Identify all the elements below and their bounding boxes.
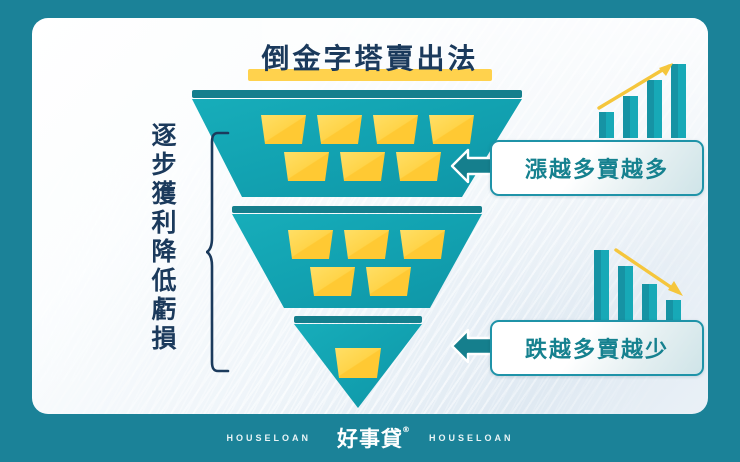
curly-brace-icon <box>206 131 230 373</box>
funnel-tier-top <box>192 90 522 197</box>
rising-bar-chart <box>597 63 686 138</box>
registered-mark: ® <box>402 425 411 434</box>
footer-branding: HOUSELOAN 好事貸® HOUSELOAN <box>0 414 740 462</box>
inverted-pyramid-funnel <box>192 90 522 408</box>
page-title-text: 倒金字塔賣出法 <box>261 42 479 75</box>
page-title: 倒金字塔賣出法 <box>32 42 708 81</box>
brand-logo: 好事貸® <box>337 423 410 453</box>
falling-bar-chart <box>594 248 683 326</box>
callout-falling[interactable]: 跌越多賣越少 <box>450 320 704 376</box>
brand-logo-text: 好事貸 <box>337 427 403 451</box>
callout-falling-box: 跌越多賣越少 <box>490 320 704 376</box>
vertical-caption: 逐步獲利降低虧損 <box>148 122 177 354</box>
footer-left-wordmark: HOUSELOAN <box>226 433 311 443</box>
funnel-tier-middle <box>232 206 482 308</box>
callout-rising-text: 漲越多賣越多 <box>524 158 669 183</box>
funnel-tier-bottom <box>294 316 422 408</box>
footer-right-wordmark: HOUSELOAN <box>429 433 514 443</box>
callout-falling-text: 跌越多賣越少 <box>524 338 669 363</box>
content-card: 倒金字塔賣出法 逐步獲利降低虧損 <box>32 18 708 414</box>
callout-rising-box: 漲越多賣越多 <box>490 140 704 196</box>
callout-rising[interactable]: 漲越多賣越多 <box>450 140 704 196</box>
